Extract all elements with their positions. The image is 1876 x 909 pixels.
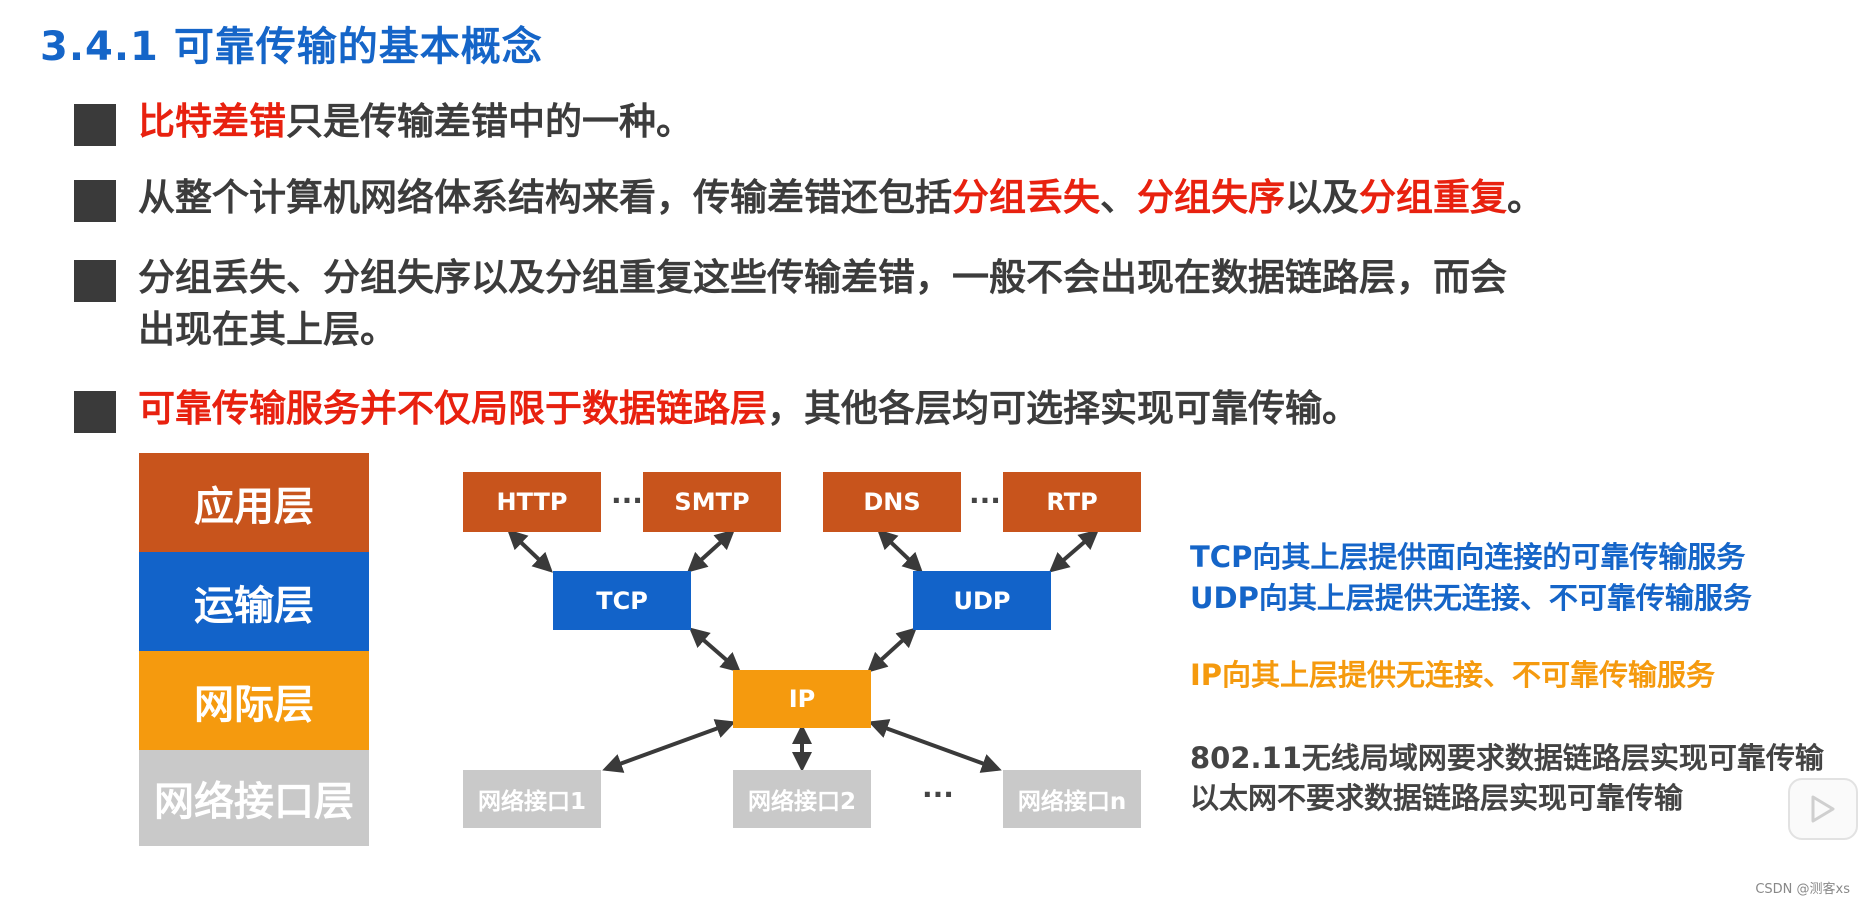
arrow-http-tcp [507,529,553,573]
page-title: 3.4.1 可靠传输的基本概念 [40,24,543,70]
bullet-square-icon [74,260,116,302]
bullet-3-text: 分组丢失、分组失序以及分组重复这些传输差错，一般不会出现在数据链路层，而会 出现… [138,252,1507,356]
note-wifi: 802.11无线局域网要求数据链路层实现可靠传输 [1190,741,1824,775]
bullet-square-icon [74,180,116,222]
interface-1: 网络接口1 [463,770,601,828]
bullet-2-text: 从整个计算机网络体系结构来看，传输差错还包括分组丢失、分组失序以及分组重复。 [138,172,1544,224]
protocol-dns: DNS [823,472,961,532]
protocol-rtp: RTP [1003,472,1141,532]
text-segment: 从整个计算机网络体系结构来看，传输差错还包括 [138,176,952,219]
arrow-ip-ifn [868,719,1002,773]
ellipsis: ··· [969,484,1001,517]
layer-transport: 运输层 [139,552,369,651]
text-segment: 分组丢失 [952,176,1100,219]
text-segment: 比特差错 [138,100,286,143]
text-segment: ，其他各层均可选择实现可靠传输。 [767,387,1359,430]
text-segment: 分组失序 [1137,176,1285,219]
arrow-dns-udp [877,529,923,573]
text-segment: 。 [1507,176,1544,219]
play-icon [1811,795,1835,823]
note-ethernet: 以太网不要求数据链路层实现可靠传输 [1190,781,1684,815]
text-segment: 以及 [1285,176,1359,219]
watermark: CSDN @测客xs [1755,882,1850,897]
play-button[interactable] [1788,778,1858,840]
protocol-http: HTTP [463,472,601,532]
text-segment: 分组重复 [1359,176,1507,219]
note-udp: UDP向其上层提供无连接、不可靠传输服务 [1190,581,1752,615]
ellipsis: ··· [922,778,954,811]
text-segment: 、 [1100,176,1137,219]
protocol-tcp: TCP [553,571,691,630]
arrow-ip-if1 [602,719,736,773]
bullet-1-text: 比特差错只是传输差错中的一种。 [138,96,693,148]
ellipsis: ··· [611,484,643,517]
layer-internet: 网际层 [139,651,369,750]
protocol-ip: IP [733,670,871,728]
text-segment: 可靠传输服务并不仅局限于数据链路层 [138,387,767,430]
protocol-udp: UDP [913,571,1051,630]
bullet-4-text: 可靠传输服务并不仅局限于数据链路层，其他各层均可选择实现可靠传输。 [138,383,1359,435]
text-line: 出现在其上层。 [138,308,397,351]
interface-n: 网络接口n [1003,770,1141,828]
interface-2: 网络接口2 [733,770,871,828]
text-segment: 只是传输差错中的一种。 [286,100,693,143]
note-tcp: TCP向其上层提供面向连接的可靠传输服务 [1190,540,1746,574]
arrow-smtp-tcp [687,529,735,573]
bullet-square-icon [74,391,116,433]
protocol-smtp: SMTP [643,472,781,532]
arrow-udp-ip [867,627,917,673]
layer-application: 应用层 [139,453,369,552]
note-ip: IP向其上层提供无连接、不可靠传输服务 [1190,658,1716,692]
arrow-rtp-udp [1048,529,1100,573]
layer-network-interface: 网络接口层 [139,750,369,846]
bullet-square-icon [74,104,116,146]
text-line: 分组丢失、分组失序以及分组重复这些传输差错，一般不会出现在数据链路层，而会 [138,256,1507,299]
arrow-tcp-ip [688,627,742,673]
